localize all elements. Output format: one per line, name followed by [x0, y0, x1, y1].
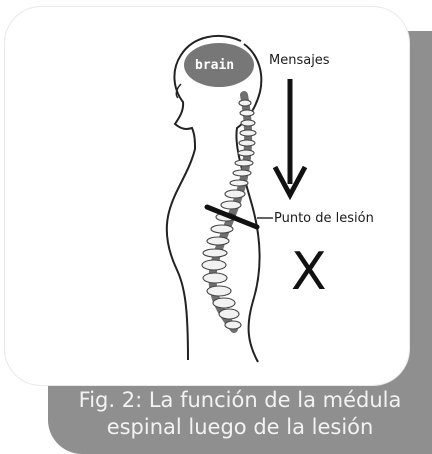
caption-line-2: espinal luego de la lesión: [48, 414, 432, 441]
spinal-cord-diagram: brain: [5, 7, 409, 385]
figure-caption: Fig. 2: La función de la médula espinal …: [48, 387, 432, 441]
brain-label: brain: [195, 58, 234, 73]
blocked-signal-mark: X: [291, 242, 327, 302]
injury-point-label: Punto de lesión: [274, 211, 374, 226]
diagram-card: brain: [5, 7, 409, 385]
caption-line-1: Fig. 2: La función de la médula: [48, 387, 432, 414]
spine-illustration: [202, 95, 256, 329]
messages-label: Mensajes: [269, 53, 330, 68]
